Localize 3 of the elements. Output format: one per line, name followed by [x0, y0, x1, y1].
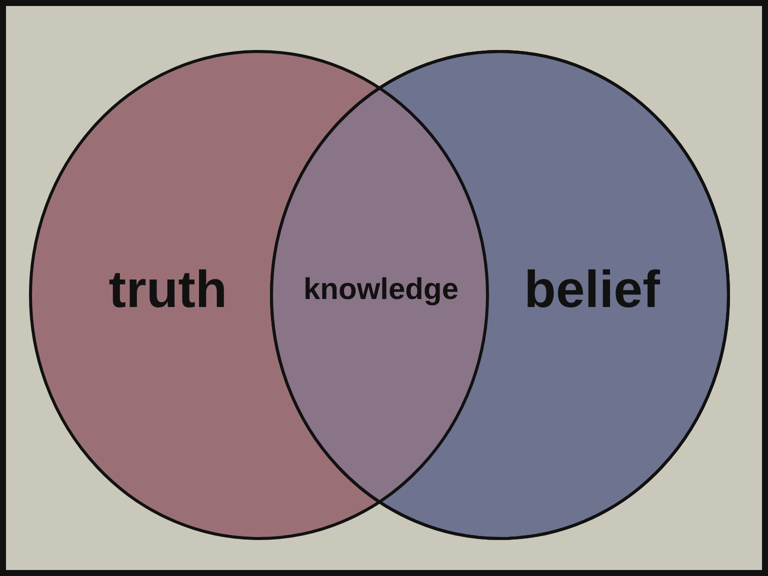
intersection-label: knowledge — [303, 273, 459, 307]
set-label: truth — [108, 260, 228, 320]
set-label: belief — [524, 260, 660, 320]
